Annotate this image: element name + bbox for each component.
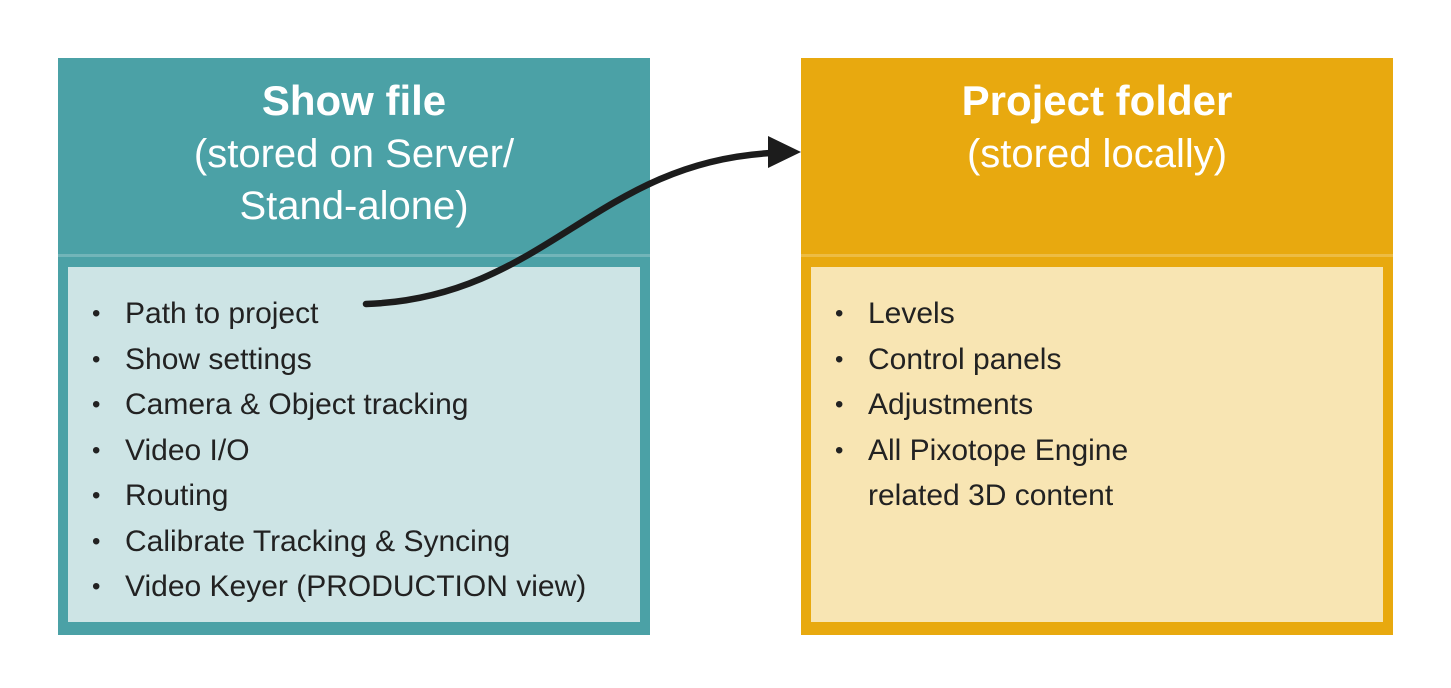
list-item: Adjustments <box>811 382 1373 428</box>
show-file-subtitle: (stored on Server/ Stand-alone) <box>193 132 515 228</box>
project-folder-body: LevelsControl panelsAdjustmentsAll Pixot… <box>811 267 1383 622</box>
project-folder-title: Project folder <box>961 77 1233 124</box>
arrow-head <box>768 136 801 168</box>
show-file-header-divider <box>58 254 650 257</box>
list-item: Control panels <box>811 337 1373 383</box>
list-item: Calibrate Tracking & Syncing <box>68 519 630 565</box>
project-folder-item-list: LevelsControl panelsAdjustmentsAll Pixot… <box>811 291 1373 519</box>
show-file-header: Show file (stored on Server/ Stand-alone… <box>58 58 650 255</box>
list-item: Path to project <box>68 291 630 337</box>
project-folder-box: Project folder (stored locally) LevelsCo… <box>801 58 1393 635</box>
list-item: Levels <box>811 291 1373 337</box>
project-folder-header-divider <box>801 254 1393 257</box>
show-file-body: Path to projectShow settingsCamera & Obj… <box>68 267 640 622</box>
list-item: Show settings <box>68 337 630 383</box>
show-file-item-list: Path to projectShow settingsCamera & Obj… <box>68 291 630 610</box>
show-file-title: Show file <box>261 77 447 124</box>
list-item: Camera & Object tracking <box>68 382 630 428</box>
list-item: Routing <box>68 473 630 519</box>
show-file-box: Show file (stored on Server/ Stand-alone… <box>58 58 650 635</box>
project-folder-header: Project folder (stored locally) <box>801 58 1393 255</box>
project-folder-subtitle: (stored locally) <box>966 132 1228 176</box>
list-item: Video Keyer (PRODUCTION view) <box>68 564 630 610</box>
list-item: All Pixotope Engine related 3D content <box>811 428 1373 519</box>
list-item: Video I/O <box>68 428 630 474</box>
